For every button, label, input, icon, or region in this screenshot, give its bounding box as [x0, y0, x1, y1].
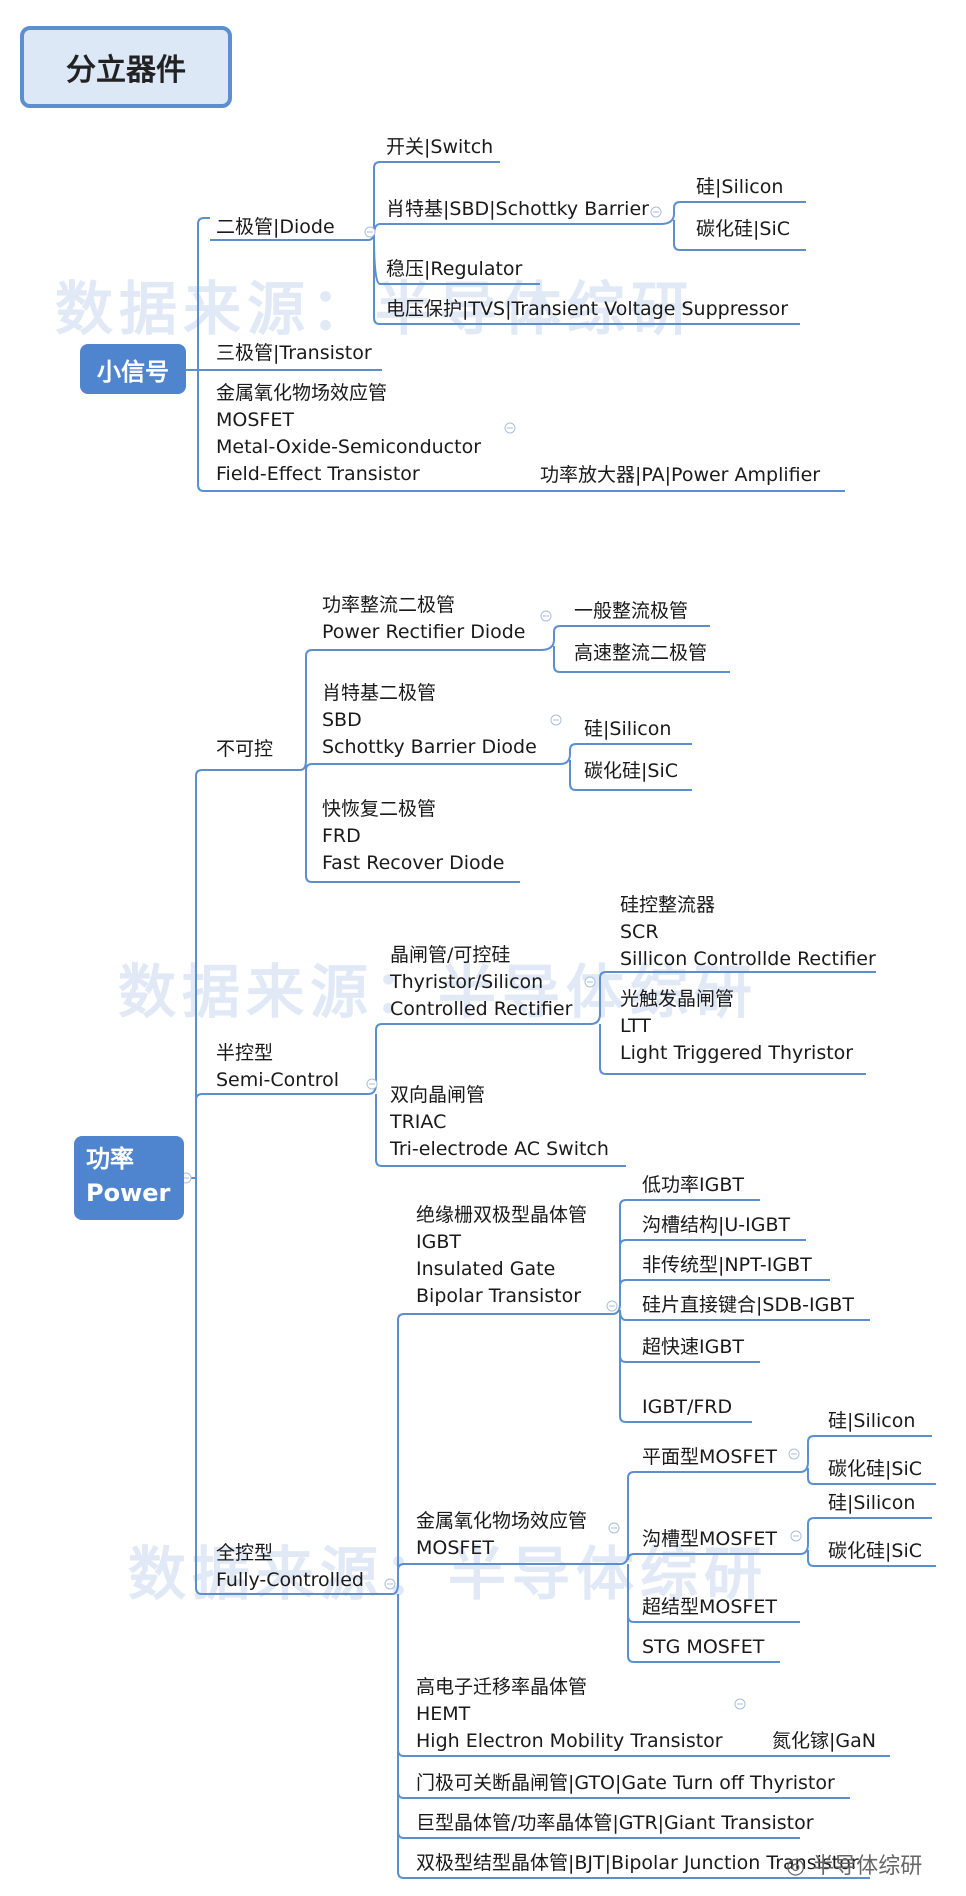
node-switch[interactable]: 开关|Switch	[386, 136, 494, 158]
node-text-line: Metal-Oxide-Semiconductor	[216, 436, 482, 458]
node-text-line: Thyristor/Silicon	[390, 971, 544, 993]
node-igbt[interactable]: 绝缘栅双极型晶体管 IGBT Insulated Gate Bipolar Tr…	[416, 1202, 587, 1310]
node-superjunction-mosfet[interactable]: 超结型MOSFET	[642, 1596, 777, 1618]
node-text-line: Tri-electrode AC Switch	[390, 1138, 609, 1160]
node-trench-silicon[interactable]: 硅|Silicon	[828, 1492, 916, 1514]
node-text-line: SCR	[620, 921, 659, 943]
node-general-rectifier[interactable]: 一般整流极管	[574, 600, 689, 622]
node-text-line: 肖特基二极管	[322, 682, 437, 704]
node-ltt[interactable]: 光触发晶闸管 LTT Light Triggered Thyristor	[620, 986, 853, 1067]
node-text-line: 晶闸管/可控硅	[390, 944, 511, 966]
root-node-small-signal[interactable]: 小信号	[80, 344, 186, 394]
node-planar-mosfet[interactable]: 平面型MOSFET	[642, 1446, 777, 1468]
node-uncontrolled[interactable]: 不可控	[216, 738, 274, 760]
wechat-icon: ◎	[786, 1854, 806, 1879]
node-text-line: IGBT	[416, 1231, 461, 1253]
root-text-line: Power	[86, 1179, 171, 1207]
node-fully-controlled[interactable]: 全控型 Fully-Controlled	[216, 1540, 364, 1594]
node-text-line: Controlled Rectifier	[390, 998, 573, 1020]
node-sbd-power-sic[interactable]: 碳化硅|SiC	[584, 760, 679, 782]
node-gto[interactable]: 门极可关断晶闸管|GTO|Gate Turn off Thyristor	[416, 1772, 835, 1794]
page-title: 分立器件	[20, 26, 232, 108]
node-igbt-u[interactable]: 沟槽结构|U-IGBT	[642, 1214, 791, 1236]
node-planar-silicon[interactable]: 硅|Silicon	[828, 1410, 916, 1432]
node-thyristor[interactable]: 晶闸管/可控硅 Thyristor/Silicon Controlled Rec…	[390, 942, 572, 1023]
node-scr[interactable]: 硅控整流器 SCR Sillicon Controllde Rectifier	[620, 892, 876, 973]
root-node-power[interactable]: 功率 Power	[74, 1136, 184, 1220]
node-power-rectifier-diode[interactable]: 功率整流二极管 Power Rectifier Diode	[322, 592, 526, 646]
node-text-line: 金属氧化物场效应管	[416, 1510, 588, 1532]
node-trench-mosfet[interactable]: 沟槽型MOSFET	[642, 1528, 777, 1550]
node-planar-sic[interactable]: 碳化硅|SiC	[828, 1458, 923, 1480]
node-fast-rectifier[interactable]: 高速整流二极管	[574, 642, 708, 664]
node-text-line: 全控型	[216, 1542, 274, 1564]
node-text-line: Fast Recover Diode	[322, 852, 505, 874]
node-text-line: 快恢复二极管	[322, 798, 437, 820]
node-regulator[interactable]: 稳压|Regulator	[386, 258, 523, 280]
node-sbd-small[interactable]: 肖特基|SBD|Schottky Barrier	[386, 198, 649, 220]
node-text-line: High Electron Mobility Transistor	[416, 1730, 723, 1752]
node-tvs[interactable]: 电压保护|TVS|Transient Voltage Suppressor	[386, 298, 789, 320]
watermark: 数据来源：半导体综研	[118, 958, 759, 1026]
node-sbd-power[interactable]: 肖特基二极管 SBD Schottky Barrier Diode	[322, 680, 537, 761]
node-text-line: Fully-Controlled	[216, 1569, 364, 1591]
node-sbd-sic[interactable]: 碳化硅|SiC	[696, 218, 791, 240]
node-bjt[interactable]: 双极型结型晶体管|BJT|Bipolar Junction Transistor	[416, 1852, 859, 1874]
node-text-line: HEMT	[416, 1703, 471, 1725]
node-igbt-npt[interactable]: 非传统型|NPT-IGBT	[642, 1254, 812, 1276]
node-text-line: 高电子迁移率晶体管	[416, 1676, 588, 1698]
node-text-line: SBD	[322, 709, 362, 731]
node-text-line: MOSFET	[216, 409, 294, 431]
node-text-line: 光触发晶闸管	[620, 988, 735, 1010]
node-text-line: Sillicon Controllde Rectifier	[620, 948, 876, 970]
node-text-line: Insulated Gate	[416, 1258, 556, 1280]
watermark: 数据来源：半导体综研	[55, 275, 696, 343]
node-text-line: Semi-Control	[216, 1069, 340, 1091]
node-sbd-power-silicon[interactable]: 硅|Silicon	[584, 718, 672, 740]
node-text-line: 半控型	[216, 1042, 274, 1064]
node-text-line: Schottky Barrier Diode	[322, 736, 537, 758]
node-igbt-sdb[interactable]: 硅片直接键合|SDB-IGBT	[642, 1294, 854, 1316]
node-text-line: FRD	[322, 825, 361, 847]
node-sbd-silicon[interactable]: 硅|Silicon	[696, 176, 784, 198]
node-trench-sic[interactable]: 碳化硅|SiC	[828, 1540, 923, 1562]
node-text-line: 硅控整流器	[620, 894, 716, 916]
node-text-line: Power Rectifier Diode	[322, 621, 526, 643]
node-text-line: Light Triggered Thyristor	[620, 1042, 854, 1064]
node-text-line: LTT	[620, 1015, 651, 1037]
node-mosfet-power[interactable]: 金属氧化物场效应管 MOSFET	[416, 1508, 587, 1562]
footer-logo-text: 半导体综研	[812, 1854, 923, 1879]
node-text-line: Field-Effect Transistor	[216, 463, 420, 485]
node-triac[interactable]: 双向晶闸管 TRIAC Tri-electrode AC Switch	[390, 1082, 609, 1163]
node-gan[interactable]: 氮化镓|GaN	[772, 1730, 876, 1752]
node-igbt-frd[interactable]: IGBT/FRD	[642, 1396, 733, 1418]
node-hemt[interactable]: 高电子迁移率晶体管 HEMT High Electron Mobility Tr…	[416, 1674, 723, 1755]
node-mosfet-small[interactable]: 金属氧化物场效应管 MOSFET Metal-Oxide-Semiconduct…	[216, 380, 481, 488]
node-text-line: 绝缘栅双极型晶体管	[416, 1204, 588, 1226]
node-text-line: 功率整流二极管	[322, 594, 456, 616]
node-text-line: 双向晶闸管	[390, 1084, 486, 1106]
watermark: 数据来源：半导体综研	[128, 1540, 769, 1608]
node-text-line: MOSFET	[416, 1537, 494, 1559]
node-text-line: Bipolar Transistor	[416, 1285, 582, 1307]
node-igbt-low-power[interactable]: 低功率IGBT	[642, 1174, 744, 1196]
node-igbt-ultrafast[interactable]: 超快速IGBT	[642, 1336, 744, 1358]
footer-logo: ◎ 半导体综研	[786, 1848, 922, 1880]
node-semi-control[interactable]: 半控型 Semi-Control	[216, 1040, 339, 1094]
node-power-amplifier[interactable]: 功率放大器|PA|Power Amplifier	[540, 464, 821, 486]
node-stg-mosfet[interactable]: STG MOSFET	[642, 1636, 765, 1658]
root-text-line: 功率	[86, 1145, 134, 1173]
node-text-line: 金属氧化物场效应管	[216, 382, 388, 404]
node-frd[interactable]: 快恢复二极管 FRD Fast Recover Diode	[322, 796, 504, 877]
node-gtr[interactable]: 巨型晶体管/功率晶体管|GTR|Giant Transistor	[416, 1812, 814, 1834]
node-text-line: TRIAC	[390, 1111, 447, 1133]
node-diode[interactable]: 二极管|Diode	[216, 216, 335, 238]
node-transistor[interactable]: 三极管|Transistor	[216, 342, 372, 364]
